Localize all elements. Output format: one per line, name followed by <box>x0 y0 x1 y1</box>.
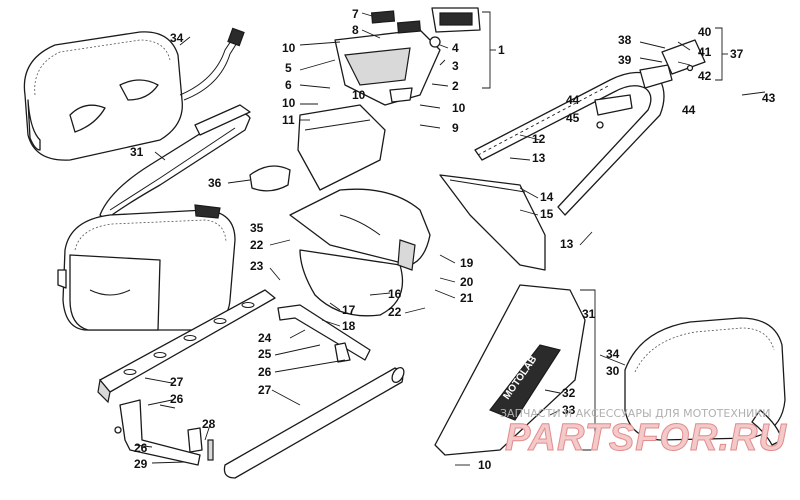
callout: 23 <box>250 259 264 273</box>
callout: 26 <box>258 365 272 379</box>
callout: 13 <box>560 237 574 251</box>
mud-flap-part-11 <box>297 104 386 191</box>
callout: 30 <box>606 364 620 378</box>
callout: 12 <box>532 132 546 146</box>
callout: 10 <box>478 458 492 472</box>
callout: 22 <box>250 238 264 252</box>
hardware-part-37 <box>639 39 766 96</box>
callout: 10 <box>352 88 366 102</box>
callout: 11 <box>282 113 295 127</box>
callout: 28 <box>202 417 216 431</box>
tail-light-housing <box>334 7 481 106</box>
callout: 39 <box>618 53 632 67</box>
callout: 44 <box>682 103 696 117</box>
callout: 19 <box>460 256 474 270</box>
callout: 35 <box>250 221 264 235</box>
hardware-bracket-lower-left <box>114 399 214 466</box>
saddlebag-top-left <box>23 27 245 161</box>
leader-lines <box>134 11 728 466</box>
callout: 26 <box>134 441 148 455</box>
saddlebag-bottom-right <box>624 317 786 446</box>
callout: 6 <box>285 78 292 92</box>
callout: 10 <box>282 41 296 55</box>
side-panel-part-15 <box>439 174 546 271</box>
callout: 25 <box>258 347 272 361</box>
callout: 36 <box>208 176 222 190</box>
callout: 38 <box>618 33 632 47</box>
callout: 18 <box>342 319 356 333</box>
rail-part-27-left <box>97 289 276 404</box>
watermark-logo: PARTSFOR.RU <box>505 417 787 459</box>
watermark: ЗАПЧАСТИ И АКСЕССУАРЫ ДЛЯ МОТОТЕХНИКИ PA… <box>500 407 787 460</box>
callout: 14 <box>540 190 554 204</box>
callout: 17 <box>342 303 356 317</box>
callout: 40 <box>698 25 712 39</box>
callout: 29 <box>134 457 148 471</box>
callout: 24 <box>258 331 272 345</box>
callout: 37 <box>730 47 744 61</box>
callout: 42 <box>698 69 712 83</box>
callout: 4 <box>452 41 459 55</box>
callout: 3 <box>452 59 459 73</box>
callout: 43 <box>762 91 776 105</box>
callout: 32 <box>562 386 576 400</box>
callout: 9 <box>452 121 459 135</box>
callout: 1 <box>498 43 505 57</box>
callout: 44 <box>566 93 580 107</box>
callout: 27 <box>258 383 272 397</box>
callout: 20 <box>460 275 474 289</box>
callout: 33 <box>562 403 576 417</box>
pad-part-36 <box>249 165 291 192</box>
callout: 34 <box>170 31 184 45</box>
side-panel-right-decal: MOTOLAB <box>434 284 586 456</box>
callout: 22 <box>388 305 402 319</box>
callout: 10 <box>282 96 296 110</box>
callout: 45 <box>566 111 580 125</box>
callout: 31 <box>582 307 596 321</box>
callout: 34 <box>606 347 620 361</box>
callout: 27 <box>170 375 184 389</box>
fender-assembly <box>289 188 431 317</box>
side-panel-left <box>99 104 251 221</box>
tube-part-27 <box>223 366 405 479</box>
callout: 5 <box>285 61 292 75</box>
callout: 41 <box>698 45 712 59</box>
callout: 15 <box>540 207 554 221</box>
callout: 2 <box>452 79 459 93</box>
callout-numbers: 34 7 8 10 5 6 10 11 10 4 3 2 1 10 9 38 3… <box>130 7 776 472</box>
callout: 7 <box>352 7 359 21</box>
callout: 8 <box>352 23 359 37</box>
watermark-caption: ЗАПЧАСТИ И АКСЕССУАРЫ ДЛЯ МОТОТЕХНИКИ <box>500 407 770 420</box>
callout: 26 <box>170 392 184 406</box>
callout: 31 <box>130 145 144 159</box>
trunk-part-35 <box>57 204 236 331</box>
callout: 10 <box>452 101 466 115</box>
callout: 21 <box>460 291 474 305</box>
callout: 16 <box>388 287 402 301</box>
callout: 13 <box>532 151 546 165</box>
bracket-part-44 <box>594 64 673 129</box>
bracket-part-24 <box>277 304 371 363</box>
